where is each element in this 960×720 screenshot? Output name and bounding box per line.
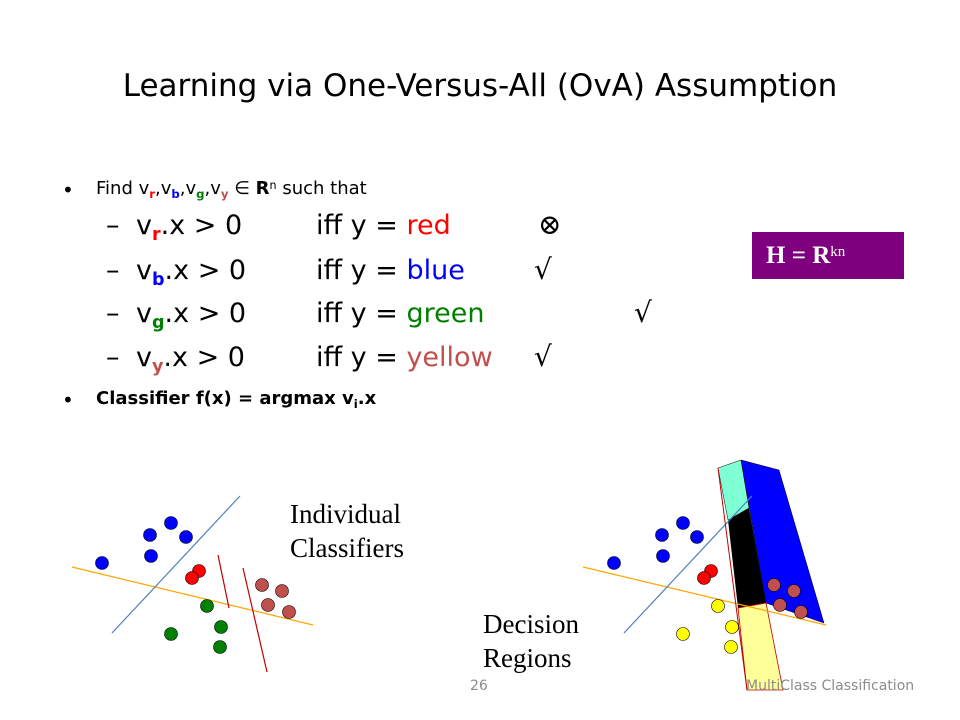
yellow-point — [676, 627, 690, 641]
brown-point — [794, 605, 808, 619]
brown-point — [282, 605, 296, 619]
blue-point — [143, 528, 157, 542]
individual-classifiers-plot — [71, 495, 314, 673]
brown-points — [767, 578, 808, 619]
decision-regions-plot — [582, 459, 827, 691]
brown-point — [773, 598, 787, 612]
blue-point — [179, 530, 193, 544]
red-points — [185, 564, 206, 585]
blue-point — [690, 530, 704, 544]
yellow-point — [711, 599, 725, 613]
yellow-region — [737, 602, 784, 691]
orange-separator-line — [71, 566, 314, 626]
yellow-points — [676, 599, 739, 654]
blue-point — [607, 556, 621, 570]
decision-regions-label: Decision Regions — [483, 609, 579, 673]
brown-point — [767, 578, 781, 592]
blue-point — [676, 516, 690, 530]
page-number: 26 — [470, 678, 488, 694]
find-text: Find vr,vb,vg,vy ∈ Rn such that — [96, 178, 367, 202]
check-mark-icon: √ — [634, 296, 652, 329]
check-mark-icon: √ — [534, 340, 552, 373]
blue-points — [95, 516, 193, 570]
classifier-text: Classifier f(x) = argmax vi.x — [96, 388, 377, 412]
green-point — [200, 599, 214, 613]
blue-point — [164, 516, 178, 530]
brown-point — [275, 584, 289, 598]
red-points — [697, 564, 718, 585]
red-separator-line — [217, 554, 230, 609]
slide-title: Learning via One-Versus-All (OvA) Assump… — [122, 68, 838, 104]
orange-separator-line — [582, 566, 827, 626]
brown-point — [261, 598, 275, 612]
black-region — [728, 508, 766, 608]
blue-points — [607, 516, 704, 570]
blue-region — [740, 459, 825, 624]
green-points — [164, 599, 228, 654]
blue-point — [656, 549, 670, 563]
blue-point — [655, 528, 669, 542]
cross-mark-icon: ⊗ — [538, 208, 562, 241]
brown-point — [255, 578, 269, 592]
blue-point — [144, 549, 158, 563]
check-mark-icon: √ — [534, 253, 552, 286]
bullet-dot: • — [62, 178, 74, 202]
brown-points — [255, 578, 296, 619]
red-separator-line — [242, 567, 268, 673]
blue-separator-line — [623, 495, 753, 634]
yellow-point — [724, 640, 738, 654]
red-point — [185, 571, 199, 585]
green-point — [164, 627, 178, 641]
individual-classifiers-label: Individual Classifiers — [290, 499, 404, 563]
hypothesis-space-box: H = Rkn — [752, 232, 904, 279]
blue-point — [95, 556, 109, 570]
red-point — [697, 571, 711, 585]
blue-separator-line — [111, 495, 241, 634]
red-separator-line — [717, 467, 748, 691]
yellow-point — [725, 620, 739, 634]
green-point — [213, 640, 227, 654]
footer-course-title: MultiClass Classification — [746, 678, 915, 694]
green-point — [214, 620, 228, 634]
bullet-dot: • — [62, 388, 74, 412]
brown-point — [787, 584, 801, 598]
